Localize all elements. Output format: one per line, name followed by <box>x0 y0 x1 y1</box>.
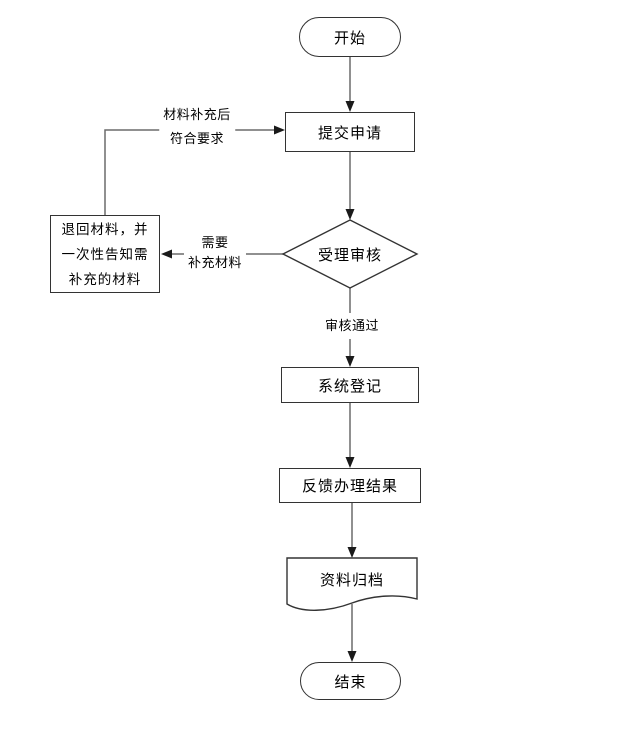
arrowhead-into-review <box>345 209 355 220</box>
edge-label-resubmit-line-2: 符合要求 <box>169 131 225 146</box>
arrowhead-into-submit-top <box>345 101 355 112</box>
submit-application-label: 提交申请 <box>317 124 382 142</box>
edge-label-need-supplement: 需要 补充材料 <box>183 232 247 274</box>
arrowhead-into-feedback <box>345 457 355 468</box>
return-materials-line-2: 一次性告知需 <box>61 246 149 262</box>
start-node-label: 开始 <box>333 29 366 47</box>
start-node: 开始 <box>299 17 401 57</box>
archive-document-label: 资料归档 <box>319 571 384 589</box>
end-node: 结束 <box>300 662 401 700</box>
return-materials-line-3: 补充的材料 <box>68 271 142 287</box>
return-materials-line-1: 退回材料，并 <box>61 221 149 237</box>
arrowhead-into-register <box>345 356 355 367</box>
arrowhead-into-return <box>161 249 172 259</box>
feedback-result-label: 反馈办理结果 <box>301 478 398 495</box>
system-register-label: 系统登记 <box>317 377 382 395</box>
arrowhead-into-end <box>347 651 357 662</box>
review-decision-shape <box>281 219 419 289</box>
feedback-result-node: 反馈办理结果 <box>279 468 421 503</box>
edge-label-need-supplement-line-2: 补充材料 <box>187 255 243 270</box>
edge-label-approved-text: 审核通过 <box>324 318 380 333</box>
edge-label-approved: 审核通过 <box>320 313 384 339</box>
return-materials-node: 退回材料，并 一次性告知需 补充的材料 <box>50 215 160 293</box>
archive-document-shape <box>286 557 418 611</box>
archive-document-node: 资料归档 <box>287 558 417 600</box>
edge-label-need-supplement-line-1: 需要 <box>201 235 229 250</box>
review-decision-node: 受理审核 <box>283 220 417 288</box>
edge-label-resubmit: 材料补充后 符合要求 <box>159 102 235 152</box>
edge-label-resubmit-line-1: 材料补充后 <box>163 107 231 122</box>
end-node-label: 结束 <box>334 673 367 691</box>
review-decision-label: 受理审核 <box>317 246 382 264</box>
arrowhead-into-submit-left <box>274 125 285 135</box>
submit-application-node: 提交申请 <box>285 112 415 152</box>
system-register-node: 系统登记 <box>281 367 419 403</box>
arrowhead-into-archive <box>347 547 357 558</box>
